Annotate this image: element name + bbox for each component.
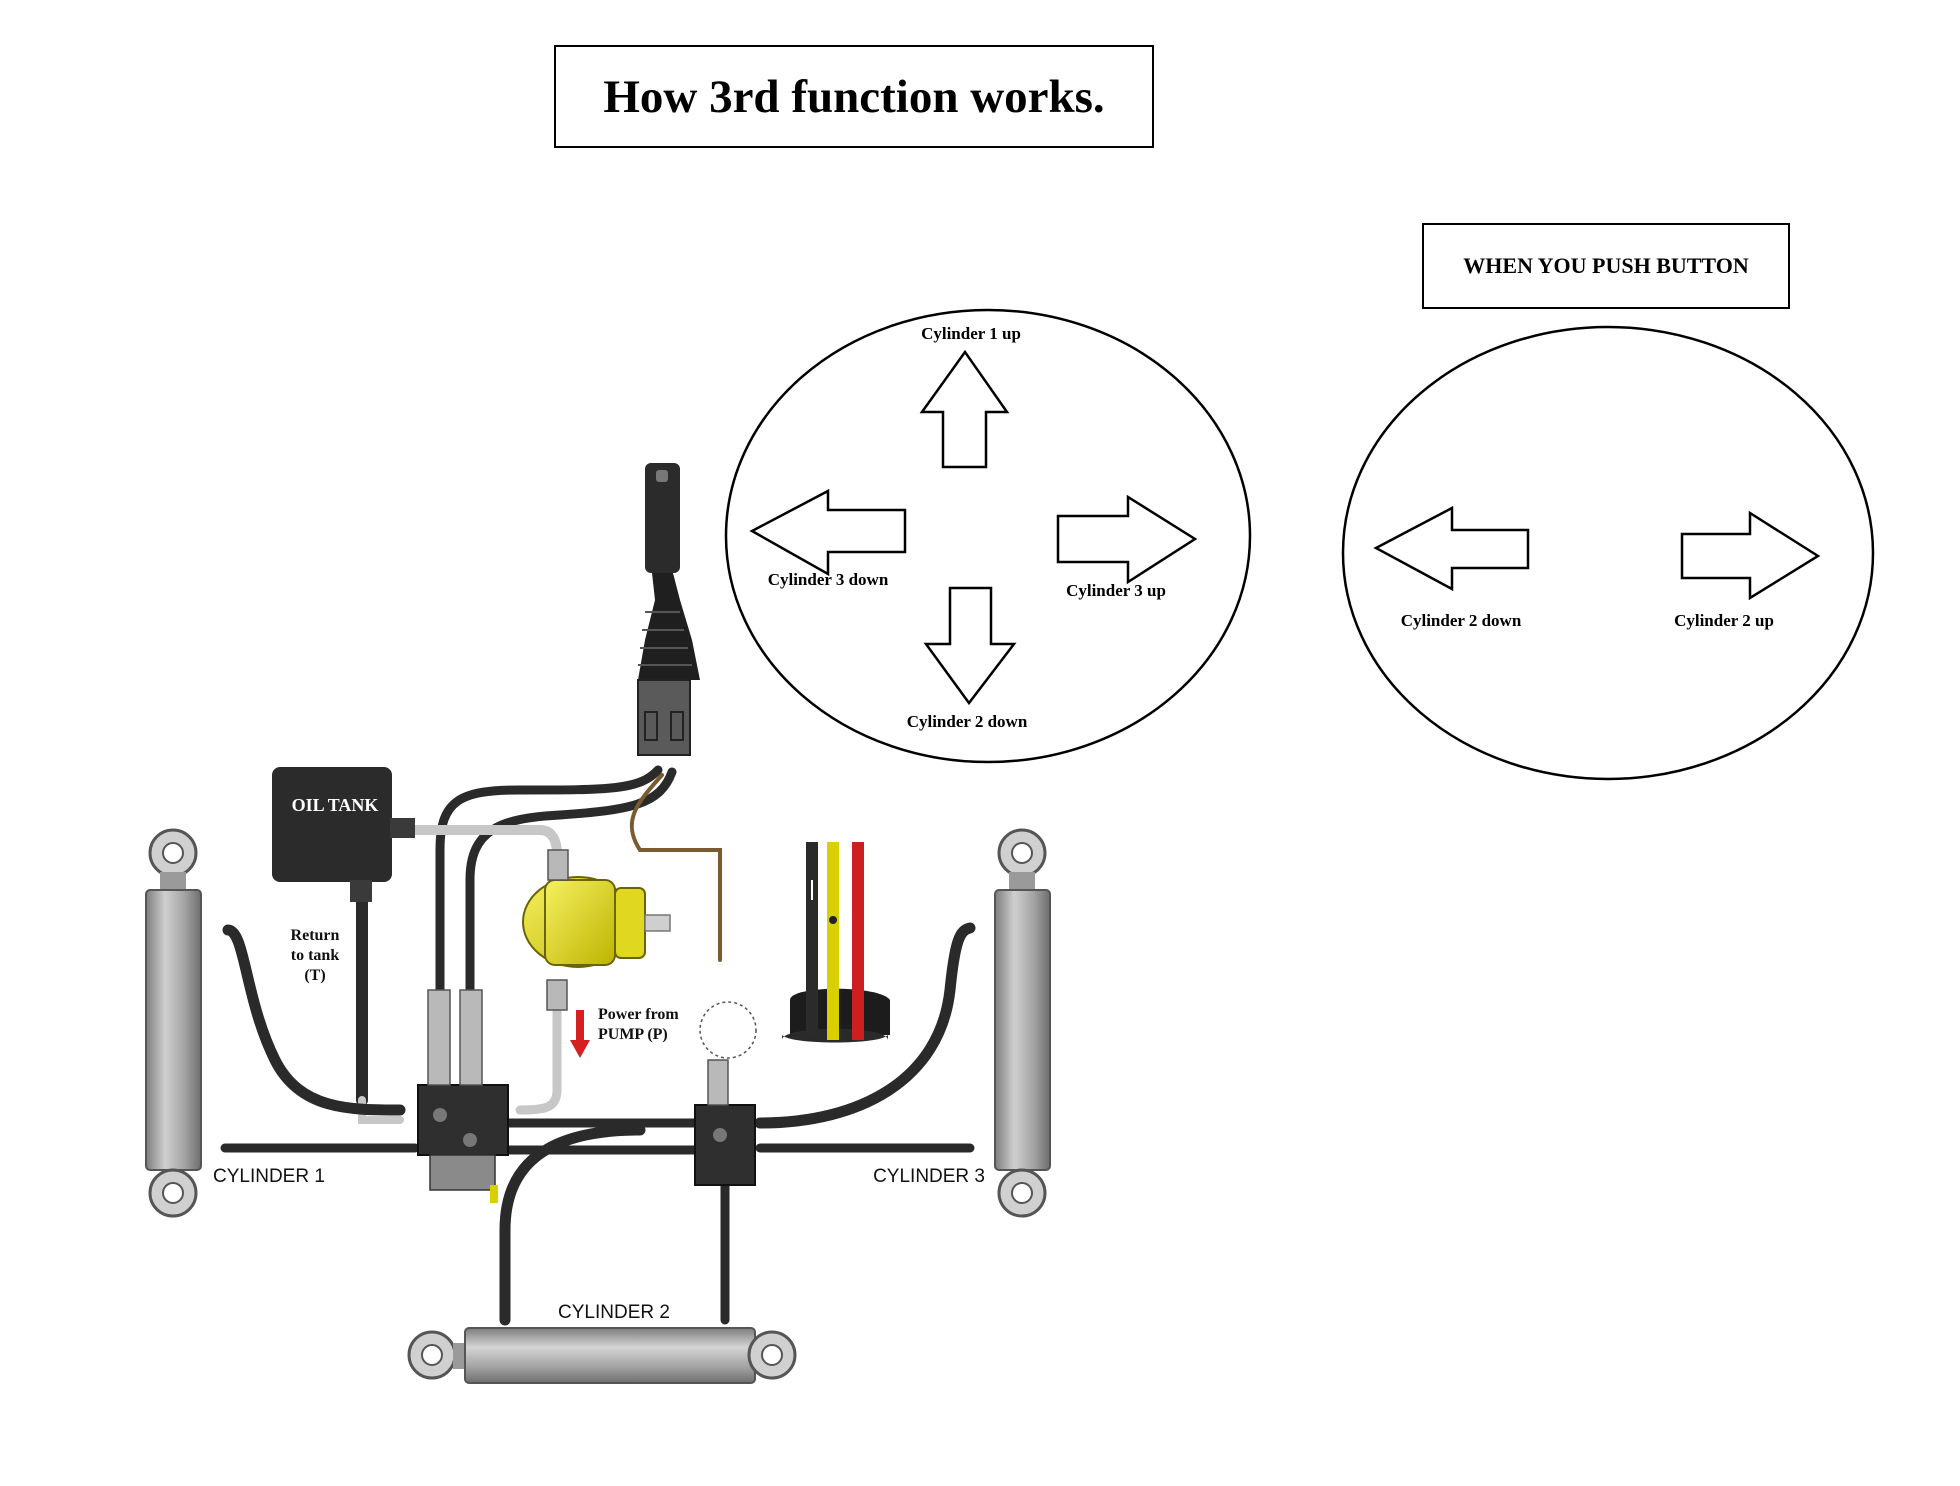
- pump-power-note: Power from PUMP (P): [598, 1006, 679, 1043]
- cylinder-2: CYLINDER 2: [407, 1302, 797, 1384]
- button-direction-diagram: Cylinder 2 down Cylinder 2 up: [1341, 325, 1875, 781]
- cylinder-3: CYLINDER 3: [873, 828, 1051, 1218]
- return-to-tank-note: Return to tank (T): [291, 927, 340, 984]
- label-button-cylinder-2-down: Cylinder 2 down: [1401, 611, 1522, 630]
- hose-lines: [220, 765, 976, 1326]
- label-cylinder-1-up: Cylinder 1 up: [921, 324, 1021, 343]
- hydraulic-pump: [522, 849, 671, 1011]
- page-title: How 3rd function works.: [554, 45, 1154, 148]
- cylinder-1: CYLINDER 1: [145, 828, 325, 1218]
- cylinder-3-label: CYLINDER 3: [873, 1166, 985, 1187]
- control-valve-right: [694, 1059, 756, 1186]
- oil-tank: OIL TANK: [272, 767, 415, 902]
- push-button-label-box: WHEN YOU PUSH BUTTON: [1422, 223, 1790, 309]
- arrow-right-icon: [1680, 510, 1821, 601]
- return-line-2: to tank: [291, 947, 340, 964]
- control-valve-left: [417, 989, 509, 1203]
- arrow-right-icon: [1056, 494, 1198, 585]
- arrow-up-icon: [919, 349, 1010, 469]
- joystick-ellipse: [724, 308, 1252, 764]
- detail-circle: [699, 1001, 757, 1059]
- return-line-1: Return: [291, 927, 340, 944]
- cylinder-2-label: CYLINDER 2: [558, 1302, 670, 1323]
- pump-power-line-2: PUMP (P): [598, 1026, 668, 1043]
- arrow-left-icon: [1373, 505, 1530, 592]
- label-button-cylinder-2-up: Cylinder 2 up: [1674, 611, 1774, 630]
- arrow-left-shape-icon: [749, 488, 907, 577]
- joystick: [637, 463, 700, 756]
- label-cylinder-3-up: Cylinder 3 up: [1066, 581, 1166, 600]
- button-ellipse: [1341, 325, 1875, 781]
- joystick-direction-diagram: Cylinder 1 up Cylinder 3 down Cylinder 3…: [724, 308, 1252, 764]
- arrow-down-icon: [923, 586, 1017, 706]
- label-cylinder-2-down: Cylinder 2 down: [907, 712, 1028, 731]
- pressure-arrow-icon: [570, 1010, 590, 1058]
- oil-tank-label: OIL TANK: [292, 795, 379, 815]
- pump-power-line-1: Power from: [598, 1006, 679, 1023]
- label-cylinder-3-down: Cylinder 3 down: [768, 570, 889, 589]
- return-line-3: (T): [304, 967, 325, 984]
- cylinder-1-label: CYLINDER 1: [213, 1166, 325, 1187]
- wiring-inset: [782, 842, 890, 1043]
